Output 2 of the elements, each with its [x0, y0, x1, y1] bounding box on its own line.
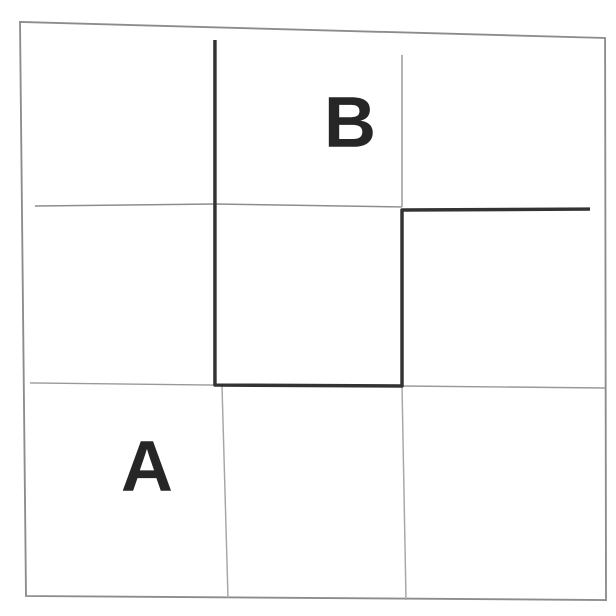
cell-letter: A: [122, 441, 172, 491]
cell-letter: B: [328, 97, 373, 147]
